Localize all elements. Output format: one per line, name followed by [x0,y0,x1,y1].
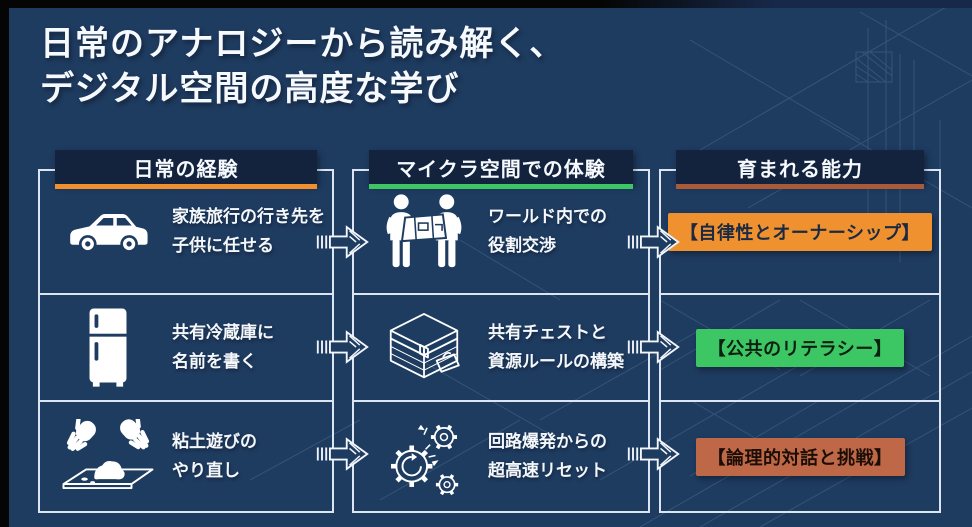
minecraft-row1-cell: ワールド内での 役割交渉 [354,171,648,293]
gears-reset-icon [372,414,476,500]
daily-row3-line2: やり直し [172,460,240,480]
ability-badge-literacy: 【公共のリテラシー】 [695,328,905,367]
minecraft-row2-line2: 資源ルールの構築 [488,351,624,371]
column-header-minecraft-label: マイクラ空間での体験 [396,158,606,181]
screen-edge-top [0,0,972,8]
daily-row2-line1: 共有冷蔵庫に [172,322,274,342]
clay-hands-icon [56,419,160,494]
minecraft-row3-line2: 超高速リセット [488,460,607,480]
daily-row2-line2: 名前を書く [172,351,257,371]
page-title: 日常のアナロジーから読み解く、 デジタル空間の高度な学び [40,22,564,112]
ability-badge-logic: 【論理的対話と挑戦】 [695,437,905,476]
refrigerator-icon [56,306,160,390]
minecraft-row3-line1: 回路爆発からの [488,431,607,451]
flow-arrow-icon [627,330,680,364]
minecraft-row2-line1: 共有チェストと [488,322,607,342]
ability-row2-cell: 【公共のリテラシー】 [661,293,939,400]
flow-arrow-icon [316,225,369,259]
car-icon [56,207,160,258]
daily-row3-cell: 粘土遊びの やり直し [40,400,332,511]
column-header-daily: 日常の経験 [55,150,317,189]
ability-badge-autonomy: 【自律性とオーナーシップ】 [667,213,933,251]
daily-row1-line1: 家族旅行の行き先を [172,207,325,227]
minecraft-row3-text: 回路爆発からの 超高速リセット [488,428,607,486]
column-frame-daily: 家族旅行の行き先を 子供に任せる 共有冷蔵庫に [38,169,334,513]
header-underline-minecraft [369,184,633,189]
column-header-ability: 育まれる能力 [676,150,924,189]
daily-row2-text: 共有冷蔵庫に 名前を書く [172,319,274,377]
minecraft-row2-cell: 共有チェストと 資源ルールの構築 [354,293,648,400]
daily-row1-cell: 家族旅行の行き先を 子供に任せる [40,171,332,293]
minecraft-row1-line1: ワールド内での [488,207,607,227]
column-header-minecraft: マイクラ空間での体験 [369,150,633,189]
column-header-daily-label: 日常の経験 [133,158,239,181]
header-underline-ability [676,184,924,189]
minecraft-row2-text: 共有チェストと 資源ルールの構築 [488,319,624,377]
treasure-chest-icon [372,310,476,386]
flow-arrow-icon [316,437,369,471]
minecraft-row1-text: ワールド内での 役割交渉 [488,203,607,261]
ability-row1-cell: 【自律性とオーナーシップ】 [661,171,939,293]
minecraft-row1-line2: 役割交渉 [488,236,556,255]
daily-row3-line1: 粘土遊びの [172,431,257,451]
people-with-map-icon [372,193,476,272]
flow-arrow-icon [316,330,369,364]
screen-edge-left [0,0,9,527]
flow-arrow-icon [627,437,680,471]
flow-arrow-icon [627,225,680,259]
column-header-ability-label: 育まれる能力 [737,158,863,181]
daily-row2-cell: 共有冷蔵庫に 名前を書く [40,293,332,400]
header-underline-daily [55,184,317,189]
page-title-line2: デジタル空間の高度な学び [40,69,460,108]
page-title-line1: 日常のアナロジーから読み解く、 [40,25,565,63]
daily-row1-line2: 子供に任せる [172,236,274,255]
ability-row3-cell: 【論理的対話と挑戦】 [661,400,939,511]
column-frame-ability: 【自律性とオーナーシップ】 【公共のリテラシー】 【論理的対話と挑戦】 [659,169,941,513]
column-frame-minecraft: ワールド内での 役割交渉 [352,169,650,513]
minecraft-row3-cell: 回路爆発からの 超高速リセット [354,400,648,511]
daily-row1-text: 家族旅行の行き先を 子供に任せる [172,203,325,261]
daily-row3-text: 粘土遊びの やり直し [172,428,257,486]
